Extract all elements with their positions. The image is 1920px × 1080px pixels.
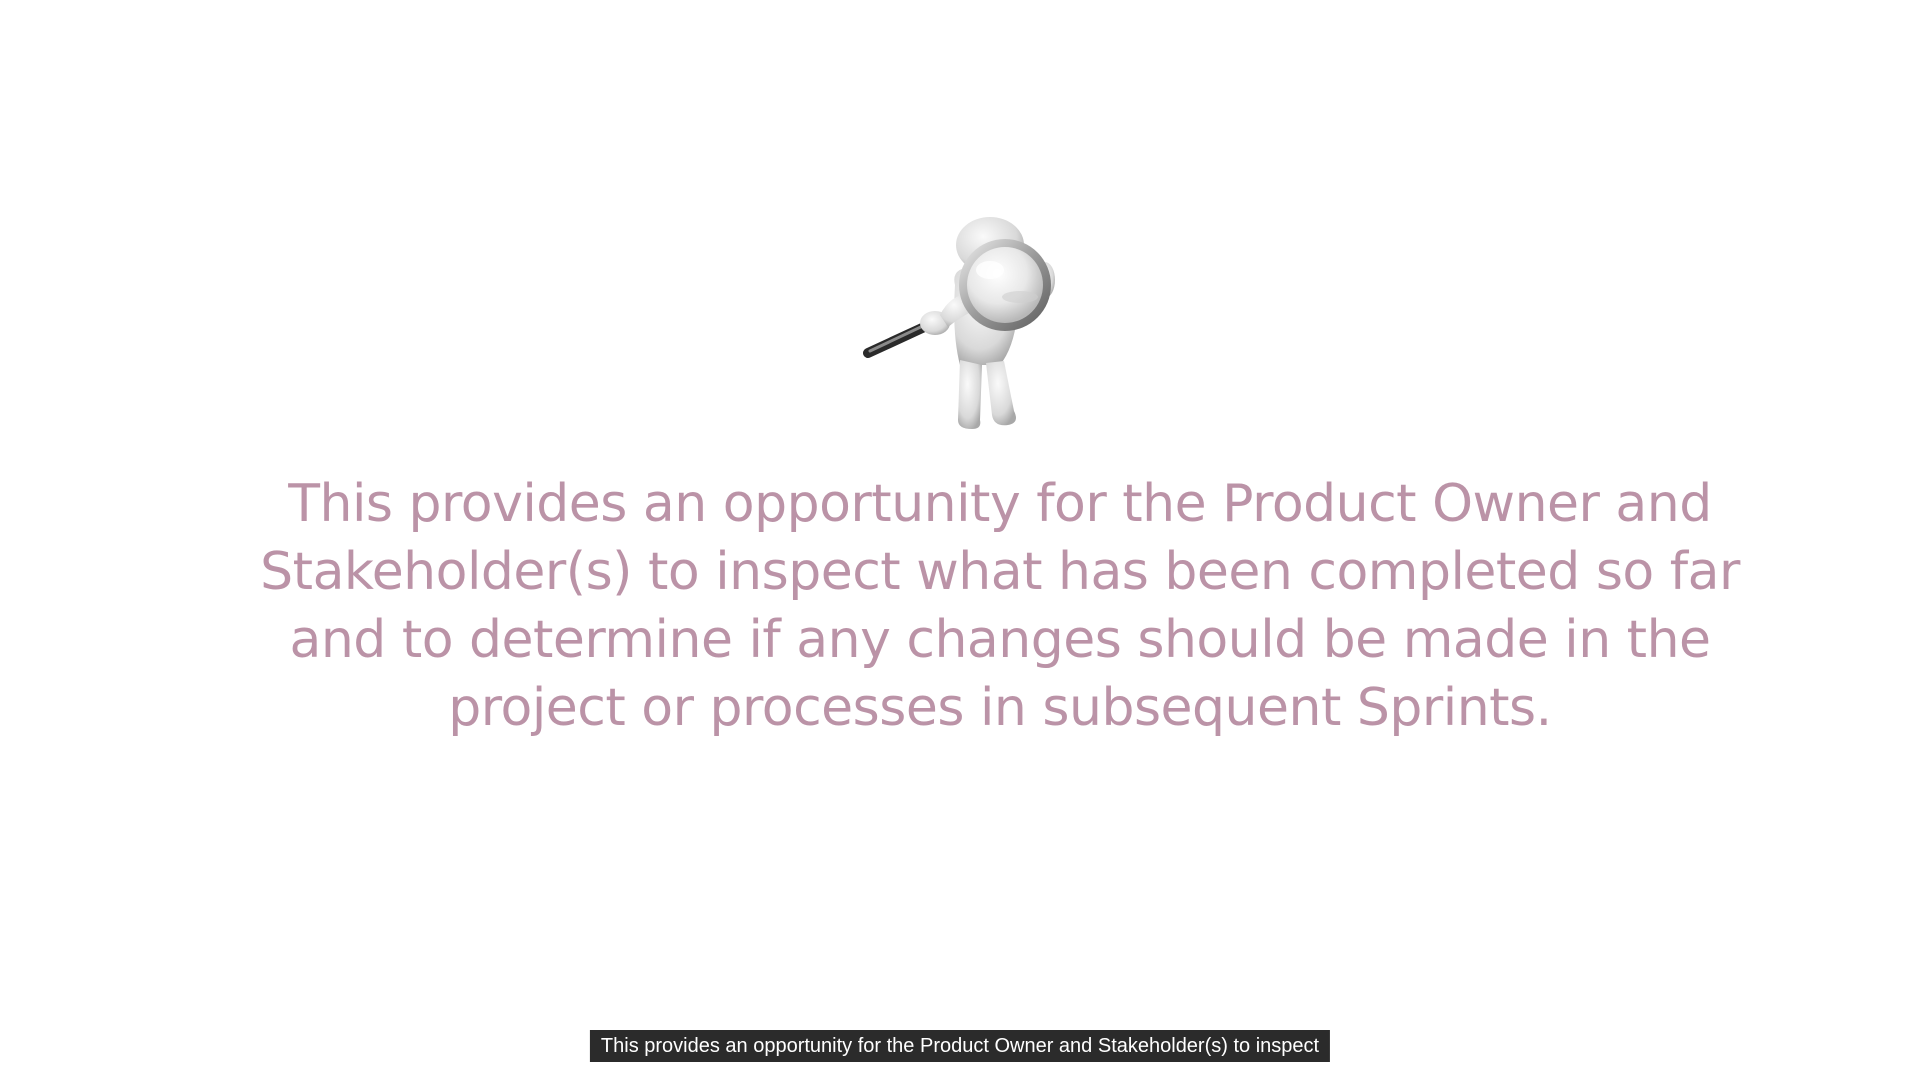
slide-text-line: and to determine if any changes should b… [289,610,1711,670]
subtitle-caption: This provides an opportunity for the Pro… [589,1030,1331,1062]
slide-text-line: This provides an opportunity for the Pro… [288,474,1712,534]
slide-text-line: project or processes in subsequent Sprin… [448,678,1552,738]
slide-body-text: This provides an opportunity for the Pro… [200,470,1800,742]
person-with-magnifying-glass-icon [860,215,1070,430]
slide-text-line: Stakeholder(s) to inspect what has been … [260,542,1740,602]
